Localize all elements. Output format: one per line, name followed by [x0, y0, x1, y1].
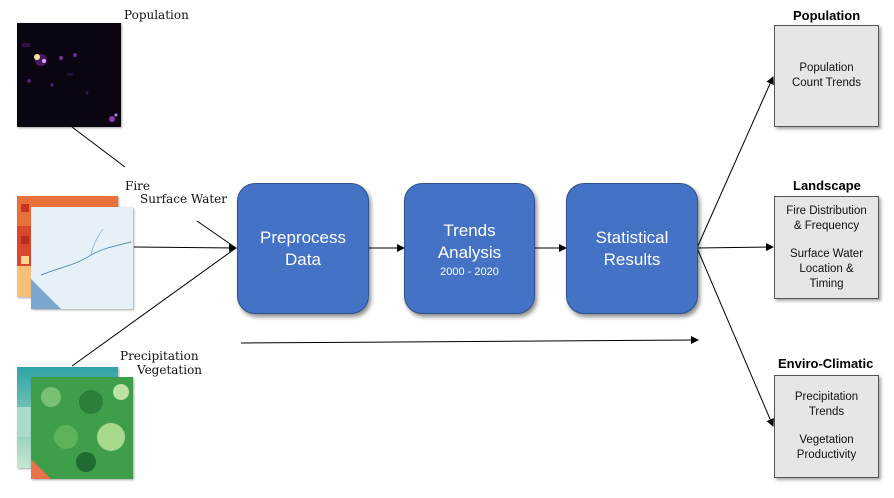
- population-input-label: Population: [124, 8, 189, 22]
- surface-water-raster-image: [31, 207, 133, 309]
- trends-analysis-box: Trends Analysis 2000 - 2020: [404, 183, 535, 314]
- enviro-climatic-output-title: Enviro-Climatic: [778, 356, 874, 371]
- surface-water-line-2: Location &: [799, 262, 854, 275]
- population-output-title: Population: [793, 8, 861, 23]
- surface-water-connector: [196, 220, 237, 249]
- stats-to-population-arrow: [696, 76, 774, 249]
- trends-years-label: 2000 - 2020: [440, 265, 499, 278]
- stats-to-landscape-arrow: [696, 243, 774, 252]
- vegetation-raster-image: [31, 377, 133, 479]
- vegetation-input-label: Vegetation: [137, 363, 203, 377]
- surface-water-input-label: Surface Water: [140, 192, 228, 206]
- fire-distribution-line-2: & Frequency: [793, 219, 860, 232]
- population-connector: [71, 126, 126, 168]
- fire-distribution-line-1: Fire Distribution: [786, 204, 867, 217]
- preprocess-data-box: Preprocess Data: [237, 183, 369, 314]
- stats-to-enviro-arrow: [696, 247, 774, 427]
- population-raster-image: [17, 23, 121, 127]
- vegetation-productivity-line-2: Productivity: [796, 449, 857, 461]
- surface-water-line-1: Surface Water: [789, 247, 864, 260]
- timeline-arrow: [240, 336, 699, 345]
- vegetation-productivity-line-1: Vegetation: [799, 434, 854, 446]
- fire-water-connector: [133, 243, 237, 252]
- population-output-line-2: Count Trends: [791, 77, 862, 89]
- statistical-results-label: Statistical Results: [595, 227, 669, 269]
- precipitation-trends-line-2: Trends: [808, 406, 845, 418]
- precip-veg-connector: [71, 247, 237, 367]
- statistical-results-box: Statistical Results: [566, 183, 698, 314]
- surface-water-line-3: Timing: [809, 277, 844, 290]
- landscape-output-title: Landscape: [793, 178, 861, 193]
- preprocess-data-label: Preprocess Data: [260, 227, 346, 269]
- population-output-line-1: Population: [799, 62, 854, 74]
- precipitation-trends-line-1: Precipitation: [794, 391, 859, 403]
- enviro-climatic-output-box: Precipitation Trends Vegetation Producti…: [774, 375, 879, 478]
- trends-analysis-label: Trends Analysis: [437, 220, 502, 262]
- precipitation-input-label: Precipitation: [120, 349, 199, 363]
- population-output-box: Population Count Trends: [774, 25, 879, 127]
- fire-input-label: Fire: [125, 179, 151, 193]
- landscape-output-box: Fire Distribution & Frequency Surface Wa…: [774, 196, 879, 299]
